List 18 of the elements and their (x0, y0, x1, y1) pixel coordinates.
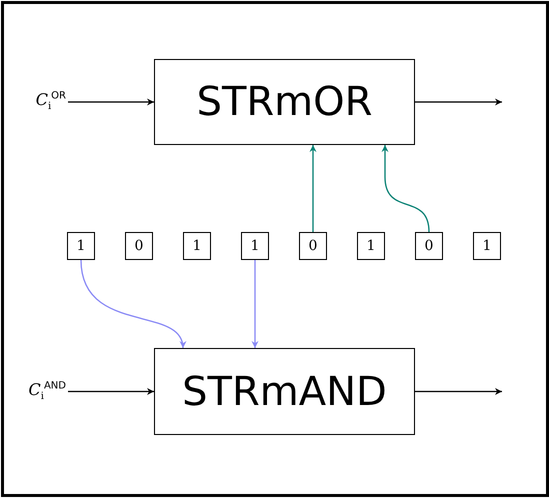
arrow (415, 98, 502, 106)
arrow (68, 98, 154, 106)
bit-box: 1 (67, 232, 95, 260)
process-box: STRmOR (154, 59, 415, 145)
arrow (80, 260, 185, 348)
arrow (68, 388, 154, 395)
bit-box: 0 (299, 232, 327, 260)
bit-box: 1 (183, 232, 211, 260)
arrow (310, 145, 316, 232)
bit-box: 1 (357, 232, 385, 260)
process-box: STRmAND (154, 348, 415, 435)
bit-box: 1 (473, 232, 501, 260)
bit-box: 0 (125, 232, 153, 260)
arrow (252, 260, 258, 348)
arrow (415, 388, 502, 395)
bit-box: 1 (241, 232, 269, 260)
arrow (382, 145, 430, 232)
bit-box: 0 (415, 232, 443, 260)
